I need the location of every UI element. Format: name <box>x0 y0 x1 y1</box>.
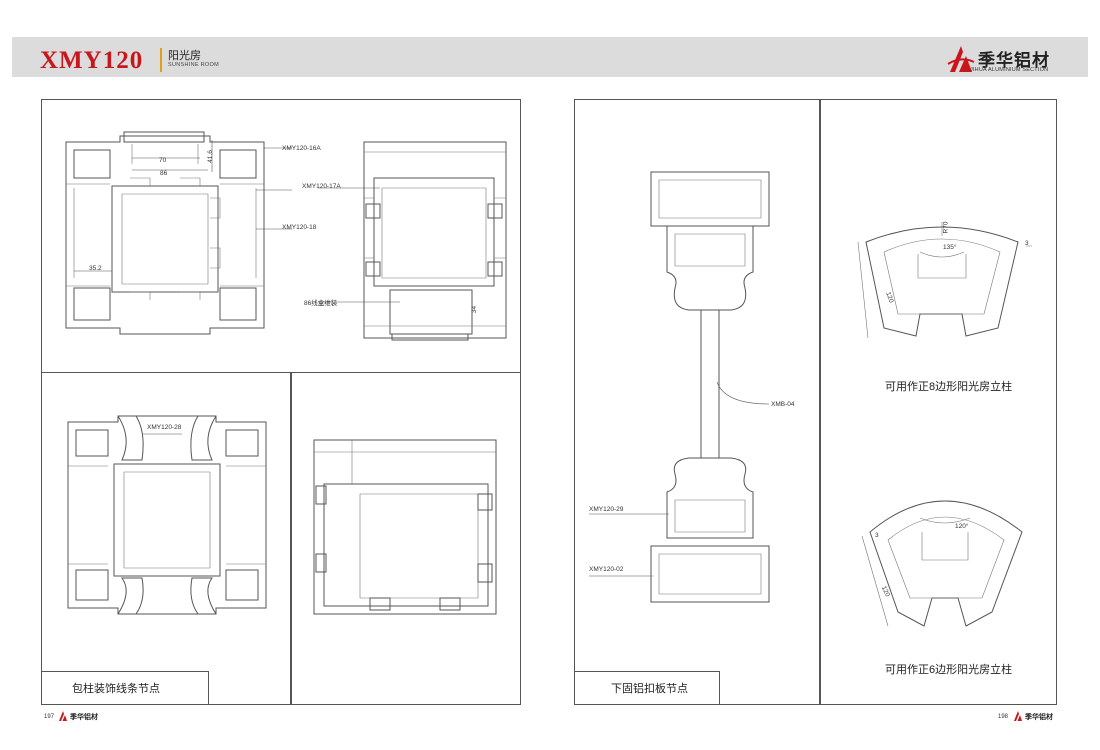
label-xmy120-17a: XMY120-17A <box>302 183 341 190</box>
page-number-left: 197 <box>44 714 55 720</box>
dim-70: 70 <box>159 157 167 164</box>
title-divider <box>160 48 162 72</box>
profile-drawing-column-a <box>65 131 292 335</box>
caption-octagon: 可用作正8边形阳光房立柱 <box>885 381 1013 393</box>
dim-35-2: 35.2 <box>89 265 102 272</box>
brand-name-en: JIHUA ALUMINIUM SECTION <box>970 67 1049 73</box>
header-band <box>12 37 1088 77</box>
right-right-panel <box>819 99 1057 705</box>
profile-drawing-panel-fixing <box>589 171 770 603</box>
caption-right-left: 下固铝扣板节点 <box>611 683 688 695</box>
footer-logo-icon-right <box>1014 711 1022 721</box>
oct-dim-3: 3 <box>1025 240 1029 247</box>
label-xmy120-02: XMY120-02 <box>589 566 624 573</box>
oct-angle: 135° <box>943 244 957 251</box>
label-86-box: 86线盒维装 <box>304 300 338 307</box>
hex-angle: 120° <box>955 523 969 530</box>
label-xmy120-29: XMY120-29 <box>589 506 624 513</box>
label-xmy120-28: XMY120-28 <box>147 424 182 431</box>
profile-drawing-column-b <box>318 141 507 341</box>
brand-logo-icon <box>947 46 975 72</box>
footer-brand-right: 季华铝材 <box>1025 714 1053 721</box>
hex-dim-3: 3 <box>875 532 879 539</box>
series-title-cn: 阳光房 <box>168 50 201 62</box>
profile-drawing-corner <box>313 439 497 615</box>
dim-86: 86 <box>160 170 168 177</box>
dim-41-6: 41.6 <box>206 150 214 163</box>
series-title-en: SUNSHINE ROOM <box>168 62 219 68</box>
label-xmy120-18: XMY120-18 <box>282 224 317 231</box>
model-title: XMY120 <box>40 47 144 74</box>
profile-drawing-column-c <box>67 415 267 615</box>
hexagon-column-drawing <box>861 500 1023 627</box>
label-xmy120-16a: XMY120-16A <box>282 145 321 152</box>
left-caption-box <box>41 671 209 705</box>
page-number-right: 198 <box>998 714 1009 720</box>
left-bottom-right-panel <box>290 372 521 705</box>
caption-hexagon: 可用作正6边形阳光房立柱 <box>885 664 1013 676</box>
footer-logo-icon-left <box>59 711 67 721</box>
caption-left: 包柱装饰线条节点 <box>72 683 160 695</box>
footer-brand-left: 季华铝材 <box>70 714 98 721</box>
dim-34: 34 <box>471 305 479 314</box>
right-caption-box <box>574 671 720 705</box>
octagon-column-drawing <box>857 222 1032 339</box>
brand-name-cn: 季华铝材 <box>978 51 1050 70</box>
oct-radius: R70 <box>942 221 950 234</box>
label-xmb-04: XMB-04 <box>771 401 795 408</box>
